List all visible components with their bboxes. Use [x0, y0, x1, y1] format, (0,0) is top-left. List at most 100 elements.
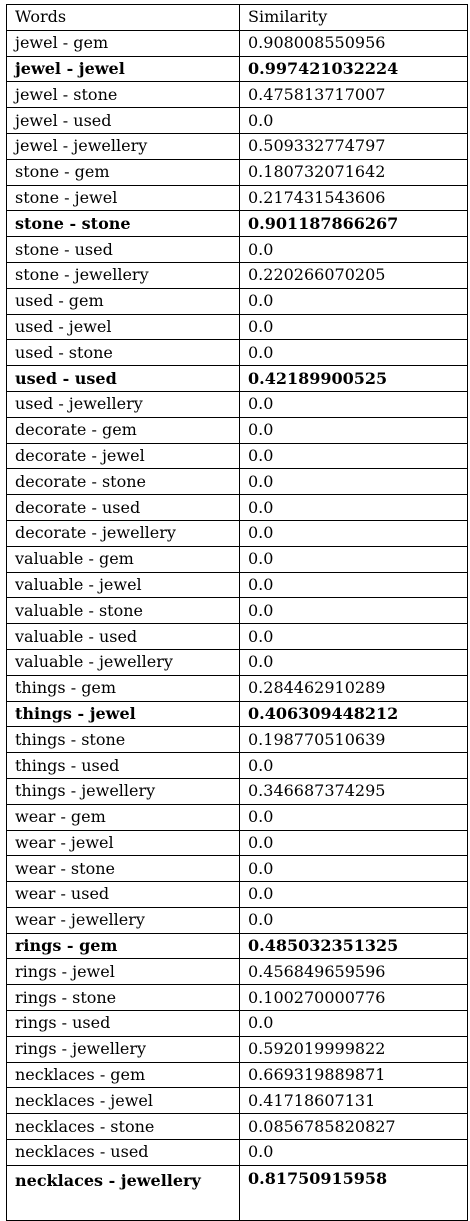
similarity-value-cell: 0.346687374295	[239, 777, 468, 805]
word-pair-cell: wear - used	[6, 881, 240, 908]
word-pair-cell: decorate - stone	[6, 468, 240, 496]
similarity-value-cell: 0.0	[239, 494, 468, 521]
similarity-value-cell: 0.0	[239, 803, 468, 831]
word-pair-cell: necklaces - jewel	[6, 1087, 240, 1115]
similarity-value-cell: 0.406309448212	[239, 700, 468, 728]
similarity-value-cell: 0.475813717007	[239, 81, 468, 109]
similarity-value-cell: 0.0	[239, 313, 468, 341]
similarity-value-cell: 0.100270000776	[239, 984, 468, 1012]
word-pair-cell: rings - stone	[6, 984, 240, 1012]
word-pair-cell: stone - used	[6, 236, 240, 263]
similarity-column-header: Similarity	[239, 4, 468, 31]
similarity-value-cell: 0.0	[239, 390, 468, 418]
word-pair-cell: valuable - gem	[6, 545, 240, 573]
word-pair-cell: things - used	[6, 752, 240, 779]
word-pair-cell: things - jewellery	[6, 777, 240, 805]
word-pair-cell: things - jewel	[6, 700, 240, 728]
word-pair-cell: necklaces - gem	[6, 1061, 240, 1089]
word-pair-cell: rings - used	[6, 1010, 240, 1037]
similarity-value-cell: 0.0	[239, 855, 468, 883]
similarity-value-cell: 0.669319889871	[239, 1061, 468, 1089]
similarity-value-cell: 0.41718607131	[239, 1087, 468, 1115]
word-pair-cell: jewel - gem	[6, 29, 240, 57]
similarity-value-cell: 0.0	[239, 623, 468, 650]
similarity-value-cell: 0.0	[239, 571, 468, 599]
similarity-value-cell: 0.0	[239, 1010, 468, 1037]
word-pair-cell: stone - stone	[6, 210, 240, 238]
words-column-header: Words	[6, 4, 240, 31]
word-pair-cell: things - gem	[6, 674, 240, 702]
similarity-value-cell: 0.0	[239, 287, 468, 315]
word-pair-cell: valuable - jewellery	[6, 648, 240, 676]
similarity-value-cell: 0.456849659596	[239, 958, 468, 986]
word-pair-cell: rings - gem	[6, 932, 240, 960]
similarity-value-cell: 0.0	[239, 339, 468, 367]
similarity-value-cell: 0.0	[239, 648, 468, 676]
word-pair-cell: wear - jewel	[6, 829, 240, 857]
similarity-value-cell: 0.0	[239, 236, 468, 263]
similarity-value-cell: 0.0	[239, 829, 468, 857]
word-pair-cell: used - used	[6, 365, 240, 392]
word-pair-cell: jewel - jewellery	[6, 132, 240, 160]
word-pair-cell: jewel - jewel	[6, 55, 240, 83]
similarity-value-cell: 0.0	[239, 881, 468, 908]
similarity-value-cell: 0.0	[239, 906, 468, 934]
similarity-value-cell: 0.485032351325	[239, 932, 468, 960]
word-pair-cell: decorate - gem	[6, 416, 240, 444]
word-pair-cell: wear - gem	[6, 803, 240, 831]
word-pair-cell: things - stone	[6, 726, 240, 754]
word-pair-cell: valuable - used	[6, 623, 240, 650]
word-pair-cell: decorate - jewel	[6, 442, 240, 470]
similarity-value-cell: 0.81750915958	[239, 1164, 468, 1221]
similarity-value-cell: 0.908008550956	[239, 29, 468, 57]
word-pair-cell: used - stone	[6, 339, 240, 367]
word-pair-cell: used - jewellery	[6, 390, 240, 418]
similarity-value-cell: 0.592019999822	[239, 1035, 468, 1063]
similarity-value-cell: 0.0	[239, 107, 468, 134]
table-header-row: Words Similarity	[6, 4, 468, 31]
word-pair-cell: necklaces - stone	[6, 1113, 240, 1141]
word-pair-cell: necklaces - used	[6, 1139, 240, 1166]
word-pair-cell: wear - stone	[6, 855, 240, 883]
similarity-value-cell: 0.0	[239, 442, 468, 470]
word-pair-cell: used - jewel	[6, 313, 240, 341]
word-pair-cell: stone - jewel	[6, 184, 240, 212]
